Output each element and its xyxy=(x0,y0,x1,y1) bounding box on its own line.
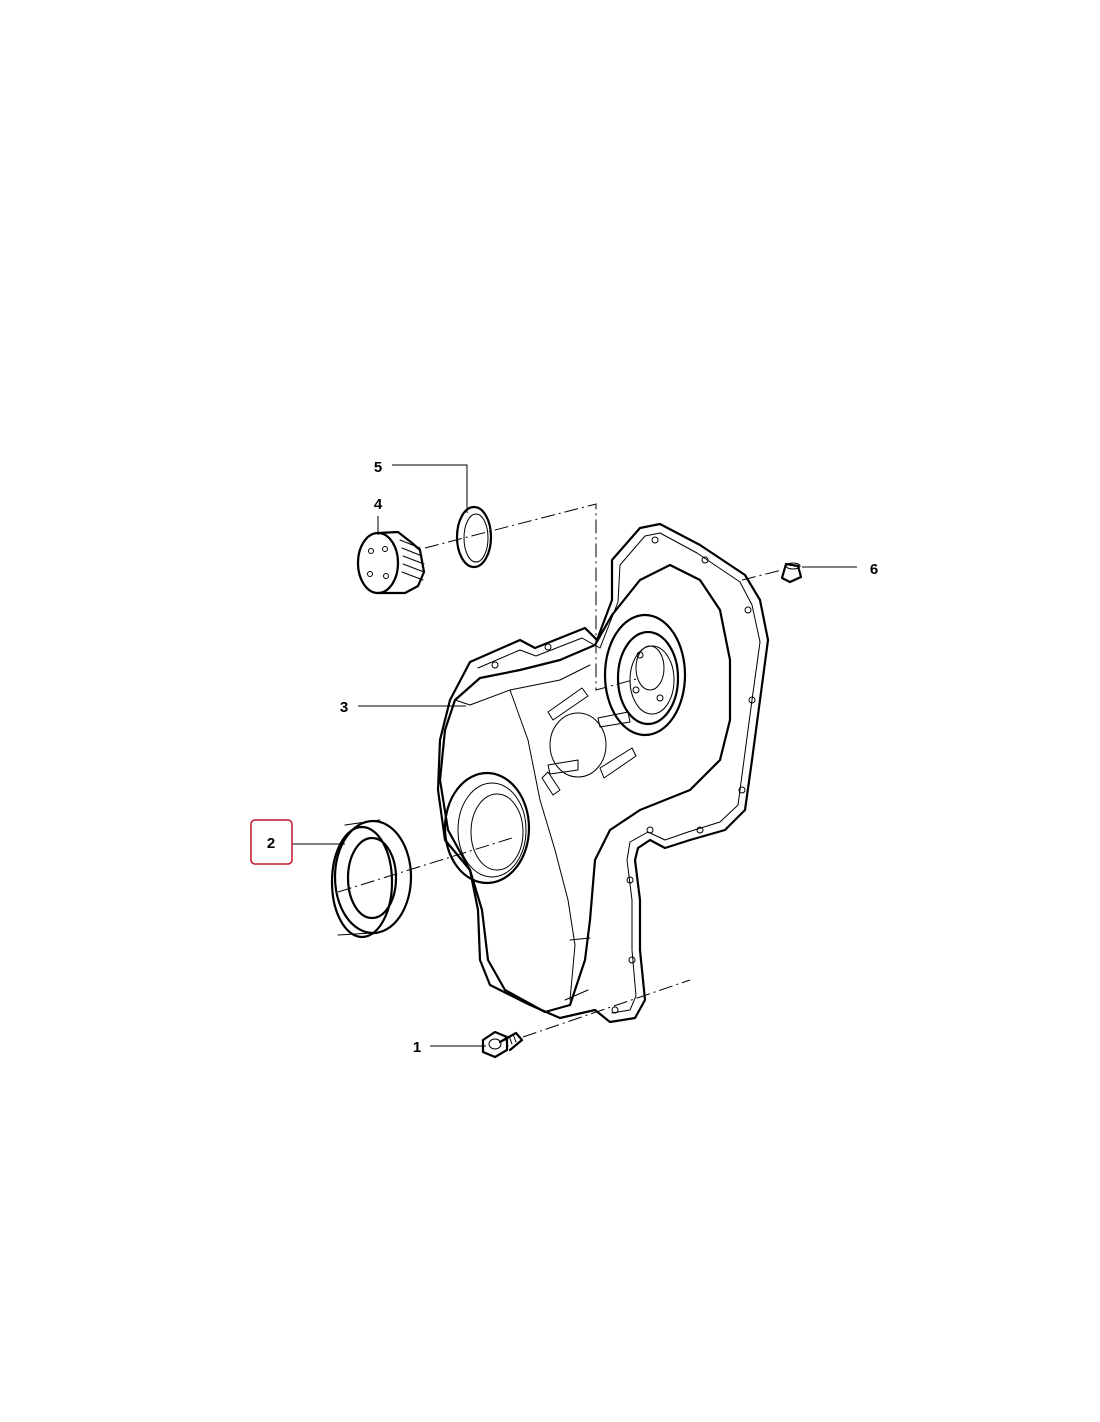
upper-boss xyxy=(603,613,687,737)
cover-ribs xyxy=(541,687,637,796)
timing-cover-part-3[interactable] xyxy=(436,522,770,1024)
cover-flange-outline xyxy=(436,522,770,1024)
callout-2[interactable]: 2 xyxy=(267,835,275,852)
callout-3[interactable]: 3 xyxy=(340,699,348,716)
flange-bolt-holes xyxy=(491,536,756,1014)
dowel-pin-part-6[interactable] xyxy=(780,562,803,584)
cover-ridge-2 xyxy=(454,664,591,706)
callout-2-highlight-box[interactable] xyxy=(250,819,293,865)
crankshaft-seal-part-2[interactable] xyxy=(330,819,413,939)
flange-bolt-part-1[interactable] xyxy=(481,1030,524,1059)
o-ring-part-5[interactable] xyxy=(455,505,493,569)
callout-6[interactable]: 6 xyxy=(870,561,878,578)
callout-5[interactable]: 5 xyxy=(374,459,382,476)
cover-body xyxy=(438,563,732,1014)
leader-lines xyxy=(292,464,857,1047)
cover-ridge-3 xyxy=(564,937,591,1001)
crank-seal-bore xyxy=(443,771,531,885)
callout-labels: 5 4 6 3 2 1 xyxy=(250,459,878,1056)
cover-flange-inner xyxy=(477,532,761,1014)
cover-ridge xyxy=(509,689,576,1001)
assembly-axis-lines xyxy=(337,503,783,1038)
callout-1[interactable]: 1 xyxy=(413,1039,421,1056)
callout-4[interactable]: 4 xyxy=(374,496,383,513)
oil-filler-plug-part-4[interactable] xyxy=(356,530,426,595)
